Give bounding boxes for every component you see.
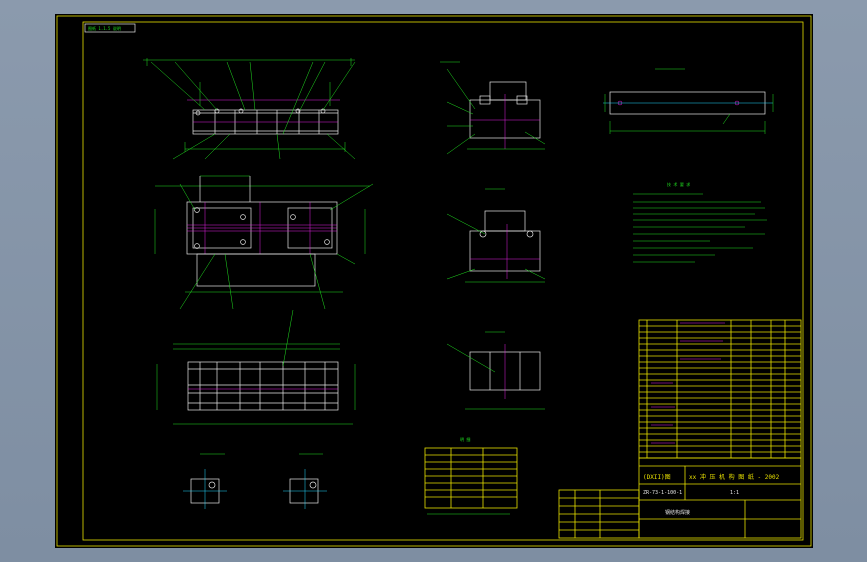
title-name: xx 冲 压 机 构 图 纸 - 2002 <box>689 473 780 481</box>
drawing-scale: 1:1 <box>730 490 739 496</box>
corner-tag-box <box>84 23 136 33</box>
detail-views <box>183 453 327 509</box>
technical-notes: 技 术 要 求 <box>633 181 767 263</box>
plate-detail <box>603 68 774 134</box>
corner-tag: 图纸 1.1.5 说明 <box>88 25 121 31</box>
section-a <box>440 61 546 155</box>
drawing-canvas: 图纸 1.1.5 说明 <box>56 15 812 547</box>
parts-list-small: 明 细 <box>424 436 518 515</box>
section-c <box>446 331 545 410</box>
inner-border <box>82 21 804 541</box>
title-company: (DXII)图 <box>643 474 671 481</box>
title-block <box>558 457 802 539</box>
section-view <box>156 309 356 425</box>
drawing-number: ZR-73-1-100-1 <box>643 490 682 496</box>
notes-heading: 技 术 要 求 <box>667 181 690 187</box>
bill-of-materials <box>638 319 802 459</box>
drawing-sheet[interactable]: 图纸 1.1.5 说明 <box>55 14 813 548</box>
top-view <box>154 175 374 310</box>
front-view <box>143 58 356 160</box>
drawing-material: 钢结构焊接 <box>665 509 690 516</box>
outer-border <box>56 15 812 547</box>
section-b <box>446 188 546 283</box>
parts-heading: 明 细 <box>460 436 470 442</box>
